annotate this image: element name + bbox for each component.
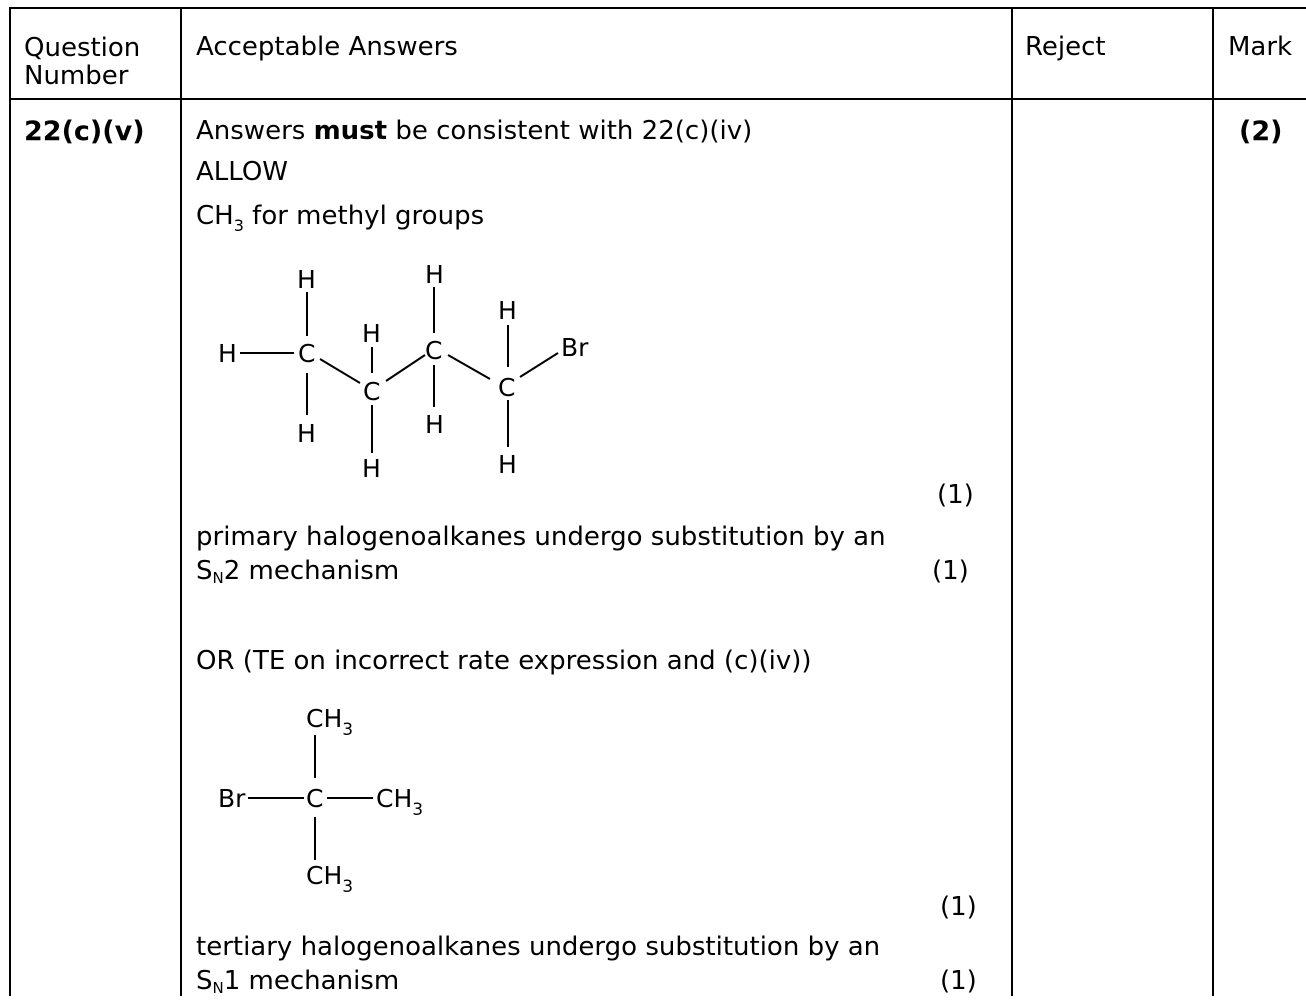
table-left-border [9, 7, 11, 996]
or-te-note: OR (TE on incorrect rate expression and … [196, 646, 812, 676]
question-number-cell: 22(c)(v) [24, 116, 145, 147]
atom-c4: C [498, 373, 515, 402]
mark-one-structure-2: (1) [940, 892, 977, 922]
methyl-right: CH3 [376, 784, 423, 820]
column-divider-2 [1011, 7, 1013, 996]
methyl-bottom: CH3 [306, 861, 353, 895]
atom-c-central: C [306, 784, 323, 813]
atom-h-c2-bottom: H [362, 454, 381, 483]
header-question-number: Question Number [24, 33, 141, 91]
atom-h-c1-bottom: H [297, 419, 316, 448]
atom-h-c4-bottom: H [498, 450, 517, 479]
mark-one-sn1: (1) [940, 966, 977, 996]
atom-br-tertiary: Br [218, 784, 246, 813]
atom-h-c3-top: H [425, 260, 444, 289]
sn2-mechanism-text: SN2 mechanism [196, 556, 400, 587]
header-mark: Mark [1228, 32, 1293, 62]
allow-label: ALLOW [196, 157, 289, 187]
primary-halogenoalkane-text: primary halogenoalkanes undergo substitu… [196, 522, 886, 552]
atom-h-c1-top: H [297, 265, 316, 294]
mark-one-sn2: (1) [932, 556, 969, 586]
bromobutane-structure: H C H H C H H C H H C H H Br [218, 260, 589, 483]
column-divider-1 [180, 7, 182, 996]
tertiary-bromoalkane-structure: Br C CH3 CH3 CH3 [218, 704, 423, 895]
column-divider-3 [1212, 7, 1214, 996]
table-top-border [9, 7, 1306, 9]
ch3-methyl-note: CH3 for methyl groups [196, 201, 485, 235]
tertiary-halogenoalkane-text: tertiary halogenoalkanes undergo substit… [196, 932, 881, 962]
sn1-mechanism-text: SN1 mechanism [196, 966, 400, 997]
answer-consistency-line: Answers must be consistent with 22(c)(iv… [196, 116, 753, 146]
atom-c3: C [425, 336, 442, 365]
header-acceptable-answers: Acceptable Answers [196, 32, 458, 62]
header-reject: Reject [1025, 32, 1106, 62]
atom-h-left: H [218, 339, 237, 368]
atom-c1: C [298, 339, 315, 368]
atom-h-c3-bottom: H [425, 410, 444, 439]
mark-one-structure-1: (1) [937, 480, 974, 510]
atom-h-c2-top: H [362, 319, 381, 348]
mark-cell: (2) [1239, 116, 1283, 147]
atom-br: Br [561, 333, 589, 362]
atom-h-c4-top: H [498, 296, 517, 325]
atom-c2: C [363, 377, 380, 406]
methyl-top: CH3 [306, 704, 353, 740]
header-bottom-border [9, 98, 1306, 100]
